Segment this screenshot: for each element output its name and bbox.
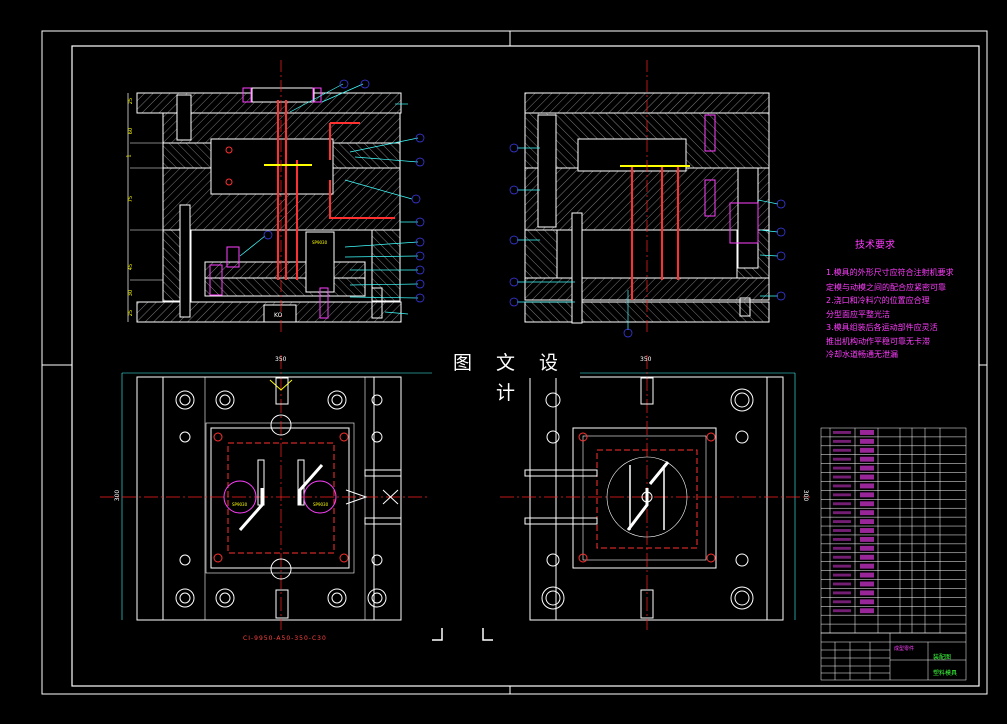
tech-requirements-title: 技术要求: [855, 240, 895, 251]
table-cell-mark: [860, 581, 874, 587]
table-cell-mark: [860, 483, 874, 489]
dim-left-height: 300: [114, 489, 122, 502]
title-block: [820, 632, 967, 681]
plan-view-left-bolts: [175, 377, 402, 619]
dim-left-side: 30: [128, 289, 135, 297]
drawing-frame: [41, 30, 988, 695]
table-cell-mark: [833, 573, 851, 577]
section-marks: [432, 628, 493, 641]
table-cell-mark: [833, 493, 851, 497]
table-cell-mark: [833, 537, 851, 541]
table-cell-mark: [833, 511, 851, 515]
drawing-code: CI-9950-A50-350-C30: [243, 635, 327, 642]
section-view-left: [127, 60, 402, 335]
table-cell-mark: [860, 572, 874, 578]
tech-req-line: 冷却水道畅通无泄漏: [826, 350, 898, 359]
dim-left-side: 1: [126, 154, 133, 158]
table-cell-mark: [860, 528, 874, 533]
table-cell-mark: [860, 519, 874, 525]
dim-top-width: 350: [275, 356, 287, 363]
table-cell-mark: [860, 492, 874, 498]
table-cell-mark: [860, 590, 874, 596]
tag-label: SP9030: [232, 502, 248, 507]
table-cell-mark: [833, 609, 851, 613]
table-cell-mark: [833, 475, 851, 479]
table-cell-mark: [860, 510, 874, 516]
parts-table: [820, 427, 967, 634]
tech-req-line: 2.浇口和冷料穴的位置应合理: [826, 296, 930, 305]
table-cell-mark: [860, 608, 874, 614]
title-block-green-2: 塑料模具: [933, 670, 958, 677]
dim-right-width: 350: [640, 356, 652, 363]
title-block-name: 成型零件: [894, 646, 915, 652]
table-cell-mark: [833, 502, 851, 506]
table-cell-mark: [860, 456, 874, 462]
table-cell-mark: [833, 600, 851, 604]
table-cell-mark: [860, 563, 874, 569]
tech-req-line: 1.模具的外形尺寸应符合注射机要求: [826, 268, 954, 277]
table-cell-mark: [833, 466, 851, 470]
table-cell-mark: [860, 465, 874, 471]
dim-left-side: 75: [128, 195, 135, 203]
dim-left-side: 45: [128, 263, 135, 271]
tag-label: SP9030: [313, 502, 329, 507]
left-view-balloons: [239, 79, 425, 315]
tech-req-line: 推出机构动作平稳可靠无卡滞: [826, 337, 930, 346]
table-cell-mark: [833, 582, 851, 586]
table-cell-mark: [860, 554, 874, 560]
part-code-label: KO: [274, 312, 283, 319]
table-cell-mark: [833, 457, 851, 461]
table-cell-mark: [833, 555, 851, 559]
plan-view-right: [500, 355, 810, 630]
table-cell-mark: [833, 529, 851, 532]
table-cell-mark: [860, 536, 874, 542]
table-cell-mark: [833, 546, 851, 550]
plan-view-left: [100, 355, 432, 630]
table-cell-mark: [833, 431, 851, 434]
table-cell-mark: [833, 484, 851, 488]
right-view-balloons: [509, 143, 786, 338]
table-cell-mark: [860, 599, 874, 605]
dim-right-height: 300: [802, 489, 810, 502]
table-cell-mark: [860, 501, 874, 507]
table-cell-mark: [833, 591, 851, 595]
dim-left-side: 25: [128, 309, 135, 317]
title-block-green-1: 装配图: [933, 654, 952, 661]
tag-label: SP9030: [312, 240, 328, 245]
tech-req-line: 分型面应平整光洁: [826, 310, 890, 319]
dim-left-side: 25: [128, 97, 135, 105]
table-cell-mark: [833, 520, 851, 524]
table-cell-mark: [833, 448, 851, 452]
table-cell-mark: [833, 564, 851, 568]
watermark-text: 图 文 设 计: [440, 348, 580, 404]
section-view-right: [524, 60, 770, 335]
tech-req-line: 定模与动模之间的配合应紧密可靠: [826, 283, 946, 292]
table-cell-mark: [833, 439, 851, 443]
table-cell-mark: [860, 430, 874, 435]
dim-left-side: 60: [128, 127, 135, 135]
table-cell-mark: [860, 545, 874, 551]
table-cell-mark: [860, 438, 874, 444]
table-cell-mark: [860, 447, 874, 453]
tech-req-line: 3.模具组装后各运动部件应灵活: [826, 323, 938, 332]
table-cell-mark: [860, 474, 874, 480]
